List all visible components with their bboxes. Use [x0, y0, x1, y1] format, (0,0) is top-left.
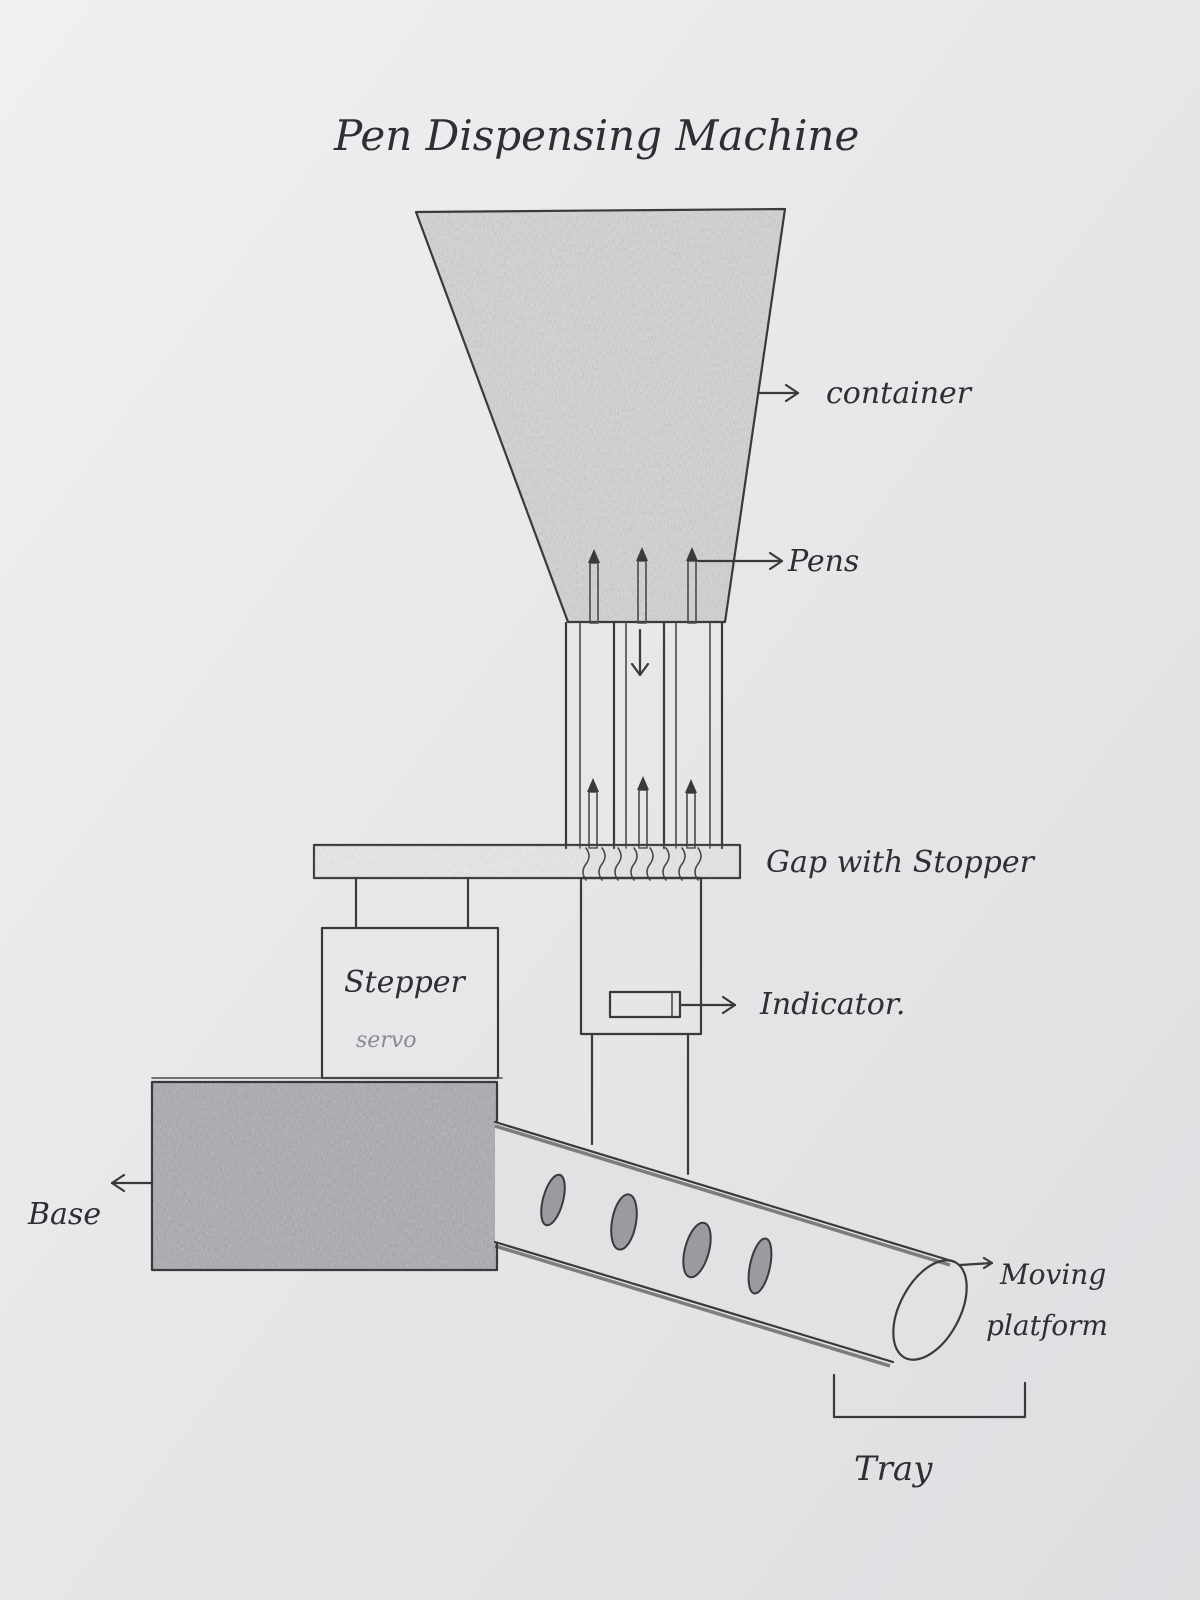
tray-label: Tray: [854, 1449, 933, 1489]
moving-platform-label-line1: Moving: [999, 1258, 1106, 1291]
moving-platform-label-line2: platform: [986, 1309, 1108, 1342]
gap-with-stopper: [314, 845, 740, 880]
servo-label: servo: [356, 1028, 417, 1053]
stepper-label: Stepper: [344, 965, 467, 1000]
base-label: Base: [27, 1197, 101, 1232]
gap-with-stopper-label: Gap with Stopper: [766, 845, 1036, 880]
base-block: [152, 1078, 502, 1270]
indicator-label: Indicator.: [759, 987, 905, 1022]
container-label: container: [826, 376, 973, 411]
diagram-title: Pen Dispensing Machine: [333, 111, 859, 160]
pens-label: Pens: [787, 544, 859, 579]
